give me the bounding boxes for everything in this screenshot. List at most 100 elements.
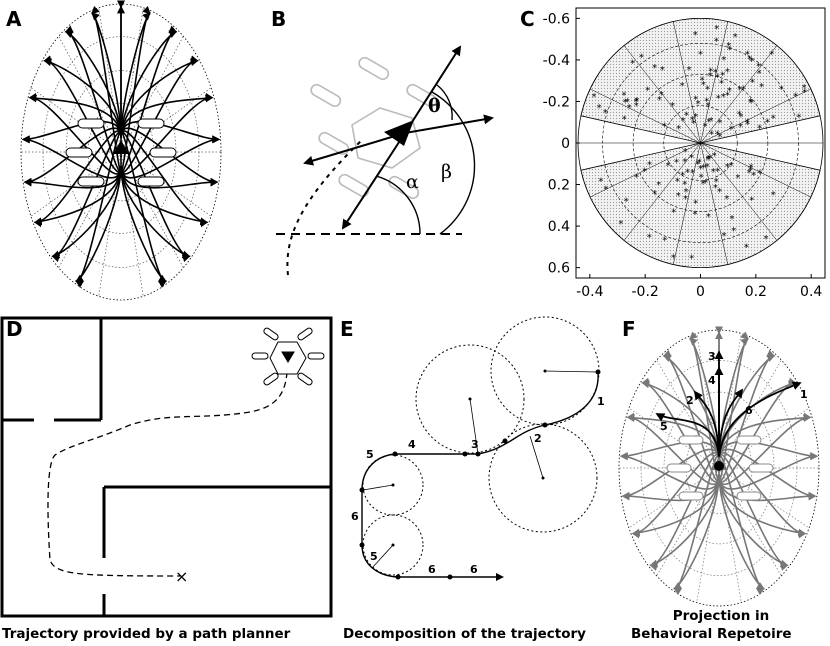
theta-arc xyxy=(436,84,453,121)
data-point: * xyxy=(680,171,685,182)
grid-spoke xyxy=(672,142,701,265)
data-point: * xyxy=(744,242,749,253)
data-point: * xyxy=(759,82,764,93)
data-point: * xyxy=(733,32,738,43)
trajectory-curve xyxy=(120,6,151,172)
data-point: * xyxy=(727,86,732,97)
behavior-number: 3 xyxy=(708,350,716,363)
grid-spoke xyxy=(30,151,122,217)
data-point: * xyxy=(714,177,719,188)
y-tick-label: 0.2 xyxy=(548,178,570,194)
panel-d: D × xyxy=(0,316,333,618)
trajectory-curve xyxy=(28,92,122,175)
selected-behavior-curve xyxy=(718,381,802,463)
panel-c-label: C xyxy=(520,7,535,31)
data-point: * xyxy=(745,118,750,129)
grid-spoke xyxy=(30,87,122,153)
data-point: * xyxy=(624,196,629,207)
behavior-number: 5 xyxy=(660,420,668,433)
grid-spoke xyxy=(700,21,729,144)
data-point: * xyxy=(720,71,725,82)
decomposed-trajectory xyxy=(361,371,599,578)
data-point: * xyxy=(701,163,706,174)
trajectory-curve xyxy=(718,473,817,502)
data-point: * xyxy=(705,84,710,95)
grid-spoke xyxy=(120,36,184,153)
data-point: * xyxy=(695,99,700,110)
trajectory-curve xyxy=(718,473,807,537)
segment-number: 6 xyxy=(428,563,436,576)
trajectory-end-arrow xyxy=(496,573,504,581)
data-point: * xyxy=(748,97,753,108)
panel-a-label: A xyxy=(6,7,22,31)
data-point: * xyxy=(603,108,608,119)
data-point: * xyxy=(802,88,807,99)
caption-d: Trajectory provided by a path planner xyxy=(2,626,291,642)
data-point: * xyxy=(676,124,681,135)
grid-ring xyxy=(663,391,775,545)
chord-arrow xyxy=(341,132,406,230)
segment-number: 5 xyxy=(366,448,374,461)
x-tick-label: 0 xyxy=(696,284,705,300)
data-point: * xyxy=(692,210,697,221)
caption-e: Decomposition of the trajectory xyxy=(343,626,586,642)
data-point: * xyxy=(698,164,703,175)
beta-symbol: β xyxy=(441,161,452,183)
data-point: * xyxy=(705,162,710,173)
grid-spoke xyxy=(120,151,212,217)
data-point: * xyxy=(802,83,807,94)
grid-spoke xyxy=(120,87,212,153)
data-point: * xyxy=(683,147,688,158)
grid-spoke xyxy=(700,142,811,198)
segment-number: 4 xyxy=(408,438,416,451)
data-point: * xyxy=(680,81,685,92)
behavior-number: 1 xyxy=(800,388,808,401)
data-point: * xyxy=(662,235,667,246)
data-point: * xyxy=(771,190,776,201)
robot-body xyxy=(65,118,177,187)
data-point: * xyxy=(699,173,704,184)
data-point: * xyxy=(728,124,733,135)
data-point: * xyxy=(713,67,718,78)
data-point: * xyxy=(714,37,719,48)
data-point: * xyxy=(647,160,652,171)
robot-heading-marker xyxy=(384,120,414,146)
data-point: * xyxy=(749,57,754,68)
segment-number: 5 xyxy=(370,550,378,563)
data-point: * xyxy=(690,168,695,179)
panel-c: C **************************************… xyxy=(520,7,826,300)
planned-path xyxy=(47,371,288,577)
alpha-symbol: α xyxy=(406,171,419,193)
trajectory-curve xyxy=(120,127,219,187)
maze-walls xyxy=(0,316,333,618)
data-point: * xyxy=(597,103,602,114)
data-point: * xyxy=(683,194,688,205)
data-point: * xyxy=(682,157,687,168)
data-point: * xyxy=(666,161,671,172)
grid-spoke xyxy=(700,45,778,144)
data-point: * xyxy=(749,98,754,109)
trajectory-curve xyxy=(718,349,776,482)
data-point: * xyxy=(751,171,756,182)
trajectory-curve xyxy=(23,165,122,189)
selected-behavior-curve xyxy=(655,413,720,463)
robot-center xyxy=(714,461,724,471)
data-point: * xyxy=(657,95,662,106)
heading-arrow xyxy=(404,114,494,134)
y-tick-label: -0.2 xyxy=(543,94,570,110)
data-point: * xyxy=(722,231,727,242)
robot-icon xyxy=(251,327,325,386)
radius-lines xyxy=(362,370,599,569)
data-point: * xyxy=(674,158,679,169)
data-point: * xyxy=(662,122,667,133)
trajectory-curve xyxy=(718,473,789,568)
robot-outline xyxy=(310,56,438,199)
data-point: * xyxy=(675,177,680,188)
data-point: * xyxy=(717,187,722,198)
grid-spoke xyxy=(628,407,720,469)
data-point: * xyxy=(645,85,650,96)
data-point: * xyxy=(726,41,731,52)
data-point: * xyxy=(706,212,711,223)
grid-spoke xyxy=(623,45,701,144)
